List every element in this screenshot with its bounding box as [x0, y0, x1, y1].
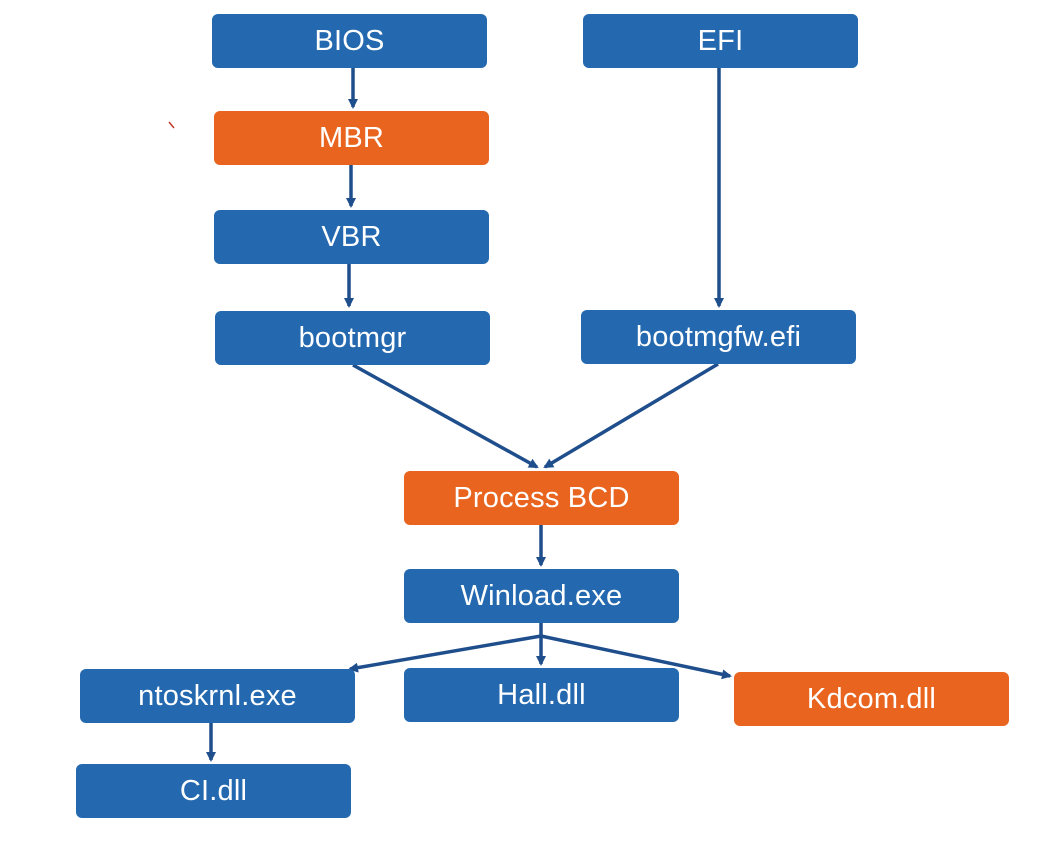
- hall-box: Hall.dll: [404, 668, 679, 722]
- bios-box: BIOS: [212, 14, 487, 68]
- ntoskrnl-box: ntoskrnl.exe: [80, 669, 355, 723]
- stray-mark: [168, 121, 175, 129]
- efi-box: EFI: [583, 14, 858, 68]
- bootmgfw-box: bootmgfw.efi: [581, 310, 856, 364]
- ci-box: CI.dll: [76, 764, 351, 818]
- bootmgr-box: bootmgr: [215, 311, 490, 365]
- vbr-box: VBR: [214, 210, 489, 264]
- mbr-box: MBR: [214, 111, 489, 165]
- arrow-winload-kdcom: [540, 634, 732, 680]
- process-bcd-box: Process BCD: [404, 471, 679, 525]
- arrow-bootmgfw-processbcd: [543, 362, 719, 469]
- arrow-winload-ntoskrnl: [348, 634, 542, 673]
- arrow-bootmgr-processbcd: [352, 363, 539, 469]
- kdcom-box: Kdcom.dll: [734, 672, 1009, 726]
- winload-box: Winload.exe: [404, 569, 679, 623]
